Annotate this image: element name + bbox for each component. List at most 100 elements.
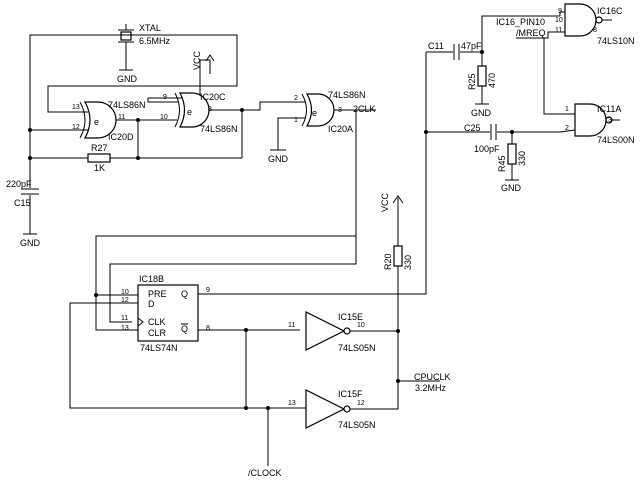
ic11a-part-number: 74LS00N [597, 135, 635, 145]
ff-pin-q-label: Q [181, 289, 188, 299]
xtal-wire-right [47, 34, 238, 113]
vcc-ic20: VCC [148, 50, 215, 99]
inverter-ic15e: IC15E 74LS05N 11 10 [288, 311, 376, 353]
c25-designator: C25 [464, 123, 481, 133]
r25-designator: R25 [467, 73, 477, 90]
ff-qbar-wire [198, 329, 247, 408]
capacitor-c25: C25 100pF [426, 123, 560, 154]
mreq-wire [516, 31, 565, 39]
ic20a-in-2 [242, 101, 305, 111]
ic20a-in-1 [277, 117, 305, 150]
flipflop-ic18b: IC18B 74LS74N PRE D CLK CLR Q Q 10 12 11… [121, 274, 210, 353]
ic20a-ground-label: GND [268, 154, 289, 164]
ic20a-designator: IC20A [328, 124, 353, 134]
ic11a-pin-3: 3 [608, 117, 612, 124]
ic20a-part-number: 74LS86N [328, 90, 366, 100]
ic20c-designator: IC20C [200, 92, 226, 102]
ic18b-pin-13: 13 [121, 325, 129, 332]
ic16c-pin9-wire [559, 11, 565, 16]
ic15e-pin-10: 10 [357, 322, 365, 329]
ic20d-pin-13: 13 [72, 104, 80, 111]
ff-pre-clr-tie [95, 235, 356, 296]
c15-value: 220pF [6, 179, 32, 189]
ic15f-out [350, 381, 399, 410]
ic16c-pin-10: 10 [555, 17, 563, 24]
ic16c-pin-11: 11 [555, 27, 562, 34]
net-ic16-pin10: IC16_PIN10 [496, 17, 545, 27]
ic18b-pin-9: 9 [206, 287, 210, 294]
ic18b-pin-12: 12 [121, 297, 129, 304]
ic15e-pin-11: 11 [288, 322, 295, 329]
ic20c-pin-10: 10 [160, 114, 168, 121]
c11-designator: C11 [428, 41, 444, 51]
ic16c-to-ic11a [543, 38, 560, 115]
ic18b-pin-10: 10 [121, 289, 129, 296]
ic18b-part-number: 74LS74N [140, 343, 178, 353]
gate-ic20c: e IC20C 74LS86N 9 10 8 [160, 92, 238, 134]
c11-value: 47pF [461, 41, 482, 51]
ic18b-designator: IC18B [139, 274, 164, 284]
ic20a-pin-1: 1 [294, 117, 298, 124]
ic20d-part-number: 74LS86N [108, 100, 146, 110]
r20-designator: R20 [383, 253, 393, 270]
r20-value: 330 [403, 255, 413, 270]
ff-pin-d-label: D [148, 299, 155, 309]
ic11a-in2-wire [559, 129, 576, 133]
vcc-r20-label: VCC [380, 192, 390, 212]
gate-ic16c: IC16C 74LS10N 9 10 11 8 [555, 3, 635, 46]
capacitor-c11: C11 47pF [426, 41, 482, 60]
ff-pin-clr-label: CLR [148, 328, 167, 338]
ff-clr-wire [95, 295, 138, 331]
ic20c-pin-9: 9 [163, 94, 167, 101]
r25-value: 470 [487, 73, 497, 88]
ic20a-xor-glyph: e [312, 108, 317, 118]
ic18b-pin-11: 11 [121, 315, 128, 322]
ic18b-pin-8: 8 [206, 325, 210, 332]
r25-ground-label: GND [471, 108, 492, 118]
net-2clk-wire [109, 110, 357, 323]
ic20d-pin-11: 11 [118, 114, 125, 121]
ic20d-pin-12: 12 [72, 124, 80, 131]
gate-ic20d: e 74LS86N IC20D 13 12 11 [72, 100, 146, 142]
ic15e-part-number: 74LS05N [338, 343, 376, 353]
resistor-r20: VCC R20 330 [380, 192, 413, 381]
net-cpuclk: CPUCLK [414, 372, 451, 382]
crystal-ground: GND [117, 50, 138, 84]
ic20c-out-8 [209, 109, 243, 158]
ic16c-designator: IC16C [597, 6, 623, 16]
ic20d-designator: IC20D [108, 132, 134, 142]
ic20c-part-number: 74LS86N [200, 124, 238, 134]
xtal-frequency: 6.5MHz [139, 36, 171, 46]
ic11a-pin-1: 1 [565, 106, 569, 113]
xtal-label: XTAL [139, 23, 161, 33]
crystal-ground-label: GND [117, 74, 138, 84]
net-2clk: 2CLK [353, 104, 376, 114]
xtal-wire-left [29, 34, 126, 158]
ic15f-part-number: 74LS05N [338, 420, 376, 430]
crystal-xtal: XTAL 6.5MHz [118, 23, 171, 50]
ic15f-pin-12: 12 [357, 400, 365, 407]
ic15f-designator: IC15F [338, 389, 363, 399]
ic11a-pin-2: 2 [565, 125, 569, 132]
junctions [28, 50, 514, 410]
r45-ground-label: GND [501, 183, 522, 193]
ff-pin-pre-label: PRE [148, 289, 167, 299]
net-clock: /CLOCK [248, 468, 282, 478]
r27-designator: R27 [91, 143, 108, 153]
c25-value: 100pF [474, 144, 500, 154]
resistor-r25: R25 470 GND [467, 52, 497, 118]
capacitor-c15: 220pF C15 GND [6, 158, 41, 248]
net-mreq: /MREQ [516, 28, 546, 38]
r45-designator: R45 [497, 155, 507, 172]
ic20d-xor-glyph: e [94, 117, 99, 127]
ic20c-in-9 [147, 98, 178, 103]
inverter-ic15f: IC15F 74LS05N 13 12 [288, 389, 376, 430]
r27-value: 1K [94, 163, 105, 173]
r45-value: 330 [517, 151, 527, 166]
gate-ic20a: e 74LS86N IC20A 2 1 3 [294, 90, 366, 134]
c15-designator: C15 [14, 198, 31, 208]
vcc-ic20-label: VCC [192, 50, 202, 70]
resistor-r45: R45 330 GND [497, 132, 527, 193]
ff-pin-qbar-label: Q [181, 324, 188, 334]
